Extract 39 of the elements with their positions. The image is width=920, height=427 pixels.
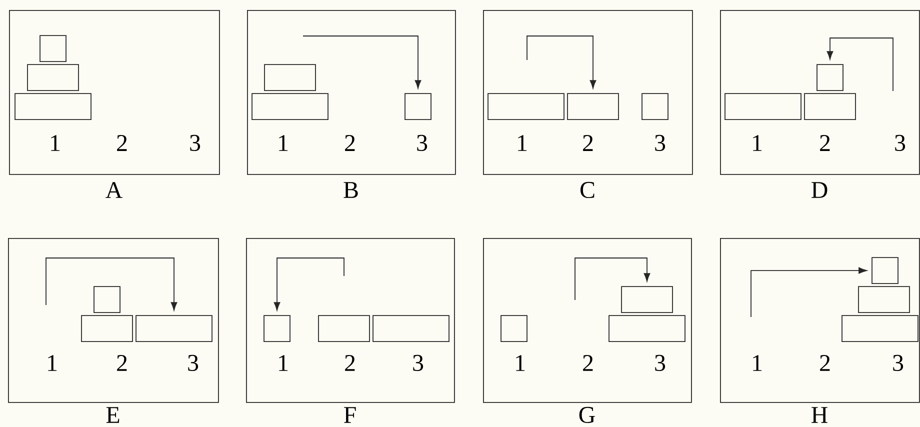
panel-letter: A: [106, 182, 122, 198]
peg-number: 1: [753, 135, 762, 151]
panel-letter: H: [812, 407, 828, 423]
peg-number: 2: [820, 355, 830, 371]
panel-letter: E: [106, 407, 120, 423]
arrow: [750, 267, 868, 318]
arrow: [526, 36, 596, 89]
peg-number: 1: [48, 355, 57, 371]
panel-letter: G: [579, 406, 595, 424]
panel-letter: B: [344, 182, 358, 198]
arrow: [826, 38, 894, 92]
peg-number: 2: [345, 135, 355, 151]
panel-letter: F: [344, 407, 356, 423]
peg-number: 2: [117, 135, 127, 151]
peg-number: 3: [417, 134, 428, 152]
peg-number: 1: [51, 135, 60, 151]
arrow: [46, 258, 178, 311]
arrow: [274, 258, 344, 311]
peg-number: 1: [516, 355, 525, 371]
peg-number: 2: [117, 355, 127, 371]
peg-number: 3: [413, 354, 424, 372]
panel-letter: D: [812, 182, 828, 198]
peg-number: 1: [518, 135, 527, 151]
peg-number: 3: [655, 354, 666, 372]
panel-letter: C: [580, 182, 594, 198]
peg-number: 2: [583, 355, 593, 371]
peg-number: 1: [279, 355, 288, 371]
peg-number: 2: [820, 135, 830, 151]
peg-number: 3: [893, 354, 904, 372]
peg-number: 3: [895, 134, 906, 152]
arrow: [574, 258, 650, 300]
peg-number: 2: [583, 135, 593, 151]
peg-number: 2: [345, 355, 355, 371]
peg-number: 3: [188, 354, 198, 372]
peg-number: 1: [279, 135, 288, 151]
peg-number: 3: [190, 134, 200, 152]
arrow: [302, 36, 422, 89]
peg-number: 1: [753, 355, 762, 371]
peg-number: 3: [655, 134, 666, 152]
